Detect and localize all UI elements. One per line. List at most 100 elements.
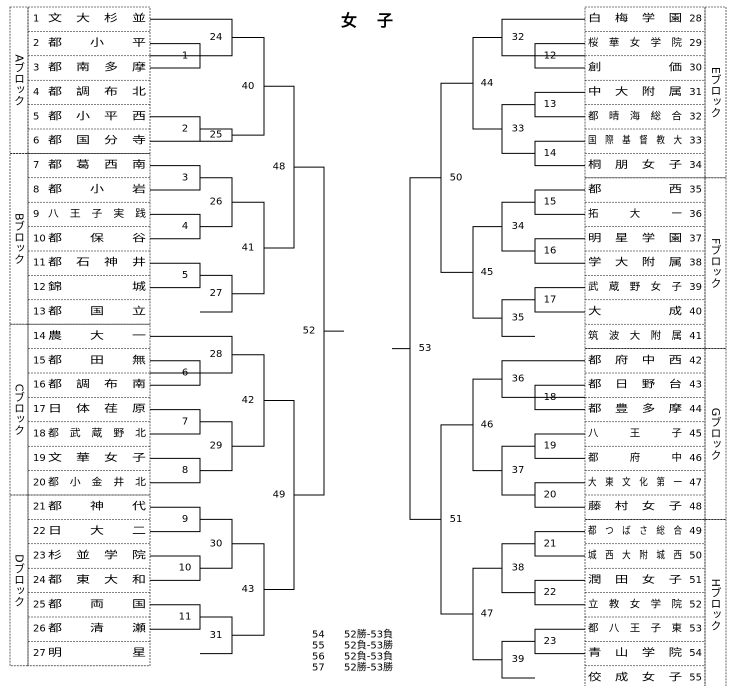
team-number: 24 <box>33 575 46 586</box>
match-number: 18 <box>544 392 557 403</box>
match-number: 51 <box>450 514 463 525</box>
team-number: 27 <box>33 648 46 659</box>
team-name: 国 際 基 督 教 大 <box>588 134 682 147</box>
team-name: 都 国 分 寺 <box>48 135 146 147</box>
team-name: 学 大 附 属 <box>588 256 682 269</box>
team-number: 19 <box>33 453 46 464</box>
match-number: 20 <box>544 490 557 501</box>
match-number: 16 <box>544 246 557 257</box>
match-number: 4 <box>182 221 188 232</box>
match-number: 5 <box>182 270 188 281</box>
team-number: 9 <box>33 209 39 220</box>
team-number: 36 <box>689 209 702 220</box>
team-number: 1 <box>33 14 39 25</box>
match-number: 34 <box>512 221 525 232</box>
match-number: 11 <box>179 612 192 623</box>
team-number: 47 <box>689 477 702 488</box>
note-text: 52負-53負 <box>344 651 393 663</box>
team-name: 杉 並 学 院 <box>48 549 146 562</box>
team-name: 藤 村 女 子 <box>588 500 682 513</box>
team-name: 都 神 代 <box>48 500 146 513</box>
block-label: Hブロック <box>709 579 722 631</box>
team-number: 5 <box>33 111 39 122</box>
team-name: 大 成 <box>588 305 682 318</box>
team-number: 46 <box>689 453 702 464</box>
bracket-line <box>150 604 201 630</box>
block-label: Bブロック <box>13 213 26 265</box>
match-number: 27 <box>210 288 223 299</box>
team-name: 八 王 子 実 践 <box>48 207 146 220</box>
match-number: 3 <box>182 172 188 183</box>
team-number: 16 <box>33 380 46 391</box>
match-number: 48 <box>273 162 286 173</box>
team-number: 34 <box>689 160 702 171</box>
team-name: 都 府 中 西 <box>588 353 682 366</box>
team-number: 15 <box>33 355 46 366</box>
team-number: 4 <box>33 87 39 98</box>
team-name: 都 田 無 <box>48 353 146 366</box>
team-number: 51 <box>689 575 702 586</box>
team-name: 佼 成 女 子 <box>588 671 682 684</box>
team-number: 31 <box>689 87 702 98</box>
match-number: 50 <box>450 172 463 183</box>
match-number: 19 <box>544 441 557 452</box>
team-name: 都 晴 海 総 合 <box>588 109 682 122</box>
match-number: 26 <box>210 197 223 208</box>
match-number: 24 <box>210 32 223 43</box>
team-number: 43 <box>689 380 702 391</box>
bracket-line <box>534 91 585 118</box>
match-number: 44 <box>481 78 494 89</box>
team-name: 八 王 子 <box>588 428 682 440</box>
note-number: 56 <box>312 652 325 663</box>
bracket-line <box>534 287 585 313</box>
bracket-line <box>150 116 201 142</box>
match-number: 31 <box>210 630 223 641</box>
team-number: 22 <box>33 526 46 537</box>
team-name: 都 調 布 南 <box>48 378 146 391</box>
team-name: 都 清 瀬 <box>48 622 146 635</box>
team-number: 50 <box>689 551 702 562</box>
block-cell <box>9 323 29 496</box>
match-number: 46 <box>481 419 494 430</box>
team-number: 14 <box>33 331 46 342</box>
team-number: 20 <box>33 477 46 488</box>
match-number: 53 <box>419 343 432 354</box>
team-number: 28 <box>689 14 702 25</box>
match-number: 38 <box>512 563 525 574</box>
match-number: 41 <box>242 242 255 253</box>
team-number: 48 <box>689 502 702 513</box>
block-label: Gブロック <box>709 408 722 461</box>
match-number: 13 <box>544 99 557 110</box>
block-label: Cブロック <box>13 384 26 436</box>
bracket-line <box>150 213 201 240</box>
team-name: 創 価 <box>588 61 682 74</box>
bracket-line <box>534 189 585 215</box>
team-name: 都 武 蔵 野 北 <box>48 427 146 440</box>
team-number: 40 <box>689 307 702 318</box>
team-number: 30 <box>689 63 702 74</box>
team-number: 41 <box>689 331 702 342</box>
team-name: 都 石 神 井 <box>48 256 146 269</box>
team-name: 城 西 大 附 城 西 <box>588 549 682 562</box>
team-name: 中 大 附 属 <box>588 85 682 98</box>
match-number: 28 <box>210 349 223 360</box>
block-label: Fブロック <box>709 238 722 288</box>
match-number: 43 <box>242 584 255 595</box>
team-number: 45 <box>689 429 702 440</box>
team-number: 11 <box>33 258 46 269</box>
bracket-line <box>150 165 201 191</box>
note-text: 52勝-53負 <box>344 628 393 641</box>
team-name: 日 大 二 <box>48 524 146 537</box>
match-number: 49 <box>273 490 286 501</box>
team-number: 6 <box>33 136 39 147</box>
match-number: 22 <box>544 587 557 598</box>
team-number: 39 <box>689 282 702 293</box>
team-number: 7 <box>33 160 39 171</box>
team-name: 桐 朋 女 子 <box>588 158 682 171</box>
team-name: 明 星 <box>48 647 146 659</box>
bracket-line <box>534 433 585 459</box>
match-number: 42 <box>242 395 255 406</box>
team-name: 都 小 平 <box>48 37 146 49</box>
block-cell <box>704 519 727 686</box>
